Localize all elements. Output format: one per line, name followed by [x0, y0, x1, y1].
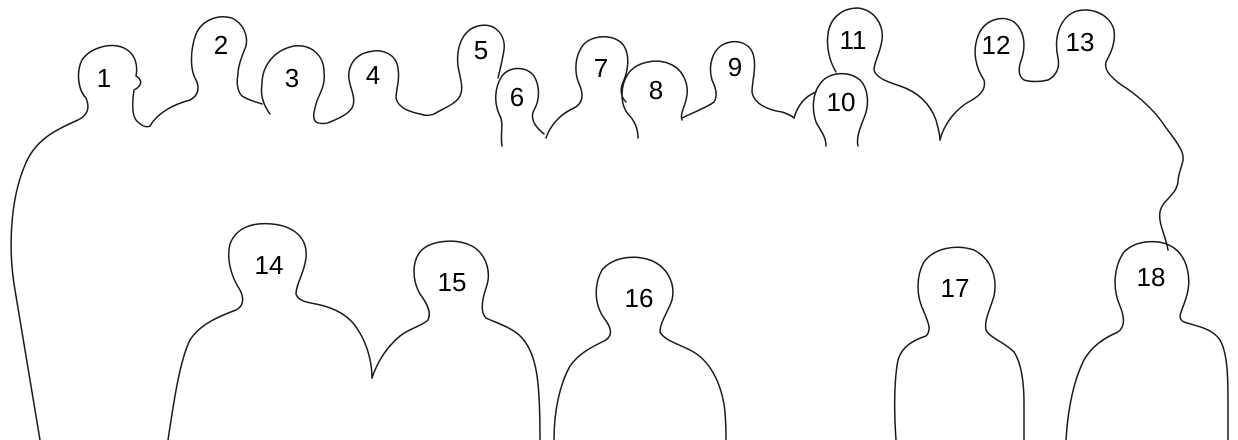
person-13-number: 13 — [1066, 27, 1095, 57]
person-5-outline — [434, 25, 504, 114]
person-3: 3 — [261, 46, 330, 124]
person-18: 18 — [1066, 242, 1228, 440]
person-9-number: 9 — [728, 52, 742, 82]
person-11-number: 11 — [840, 25, 867, 55]
person-4: 4 — [330, 51, 434, 122]
person-3-number: 3 — [285, 63, 299, 93]
person-14-number: 14 — [255, 250, 284, 280]
person-17-number: 17 — [941, 273, 970, 303]
person-16-number: 16 — [625, 283, 654, 313]
person-6: 6 — [496, 69, 544, 147]
person-5: 5 — [434, 25, 504, 114]
person-7: 7 — [546, 37, 628, 138]
person-4-outline — [330, 51, 434, 122]
person-16: 16 — [554, 257, 726, 440]
person-1: 1 — [11, 46, 150, 440]
person-1-outline — [11, 46, 150, 440]
person-18-number: 18 — [1137, 262, 1166, 292]
person-10: 10 — [794, 74, 867, 146]
person-10-number: 10 — [827, 87, 856, 117]
person-5-number: 5 — [474, 35, 488, 65]
person-8-number: 8 — [649, 75, 663, 105]
person-4-number: 4 — [366, 60, 380, 90]
person-8: 8 — [622, 61, 687, 138]
person-15: 15 — [372, 241, 540, 440]
person-6-number: 6 — [510, 82, 524, 112]
person-12: 12 — [940, 18, 1048, 140]
person-15-number: 15 — [438, 267, 467, 297]
person-7-outline — [546, 37, 628, 138]
person-17: 17 — [895, 247, 1024, 440]
person-7-number: 7 — [594, 53, 608, 83]
person-9: 9 — [682, 42, 794, 118]
person-2-number: 2 — [214, 30, 228, 60]
person-1-number: 1 — [97, 63, 111, 93]
person-2: 2 — [150, 17, 262, 126]
person-14: 14 — [168, 224, 372, 440]
person-12-number: 12 — [982, 30, 1011, 60]
person-13: 13 — [1048, 10, 1183, 250]
person-2-outline — [150, 17, 262, 126]
